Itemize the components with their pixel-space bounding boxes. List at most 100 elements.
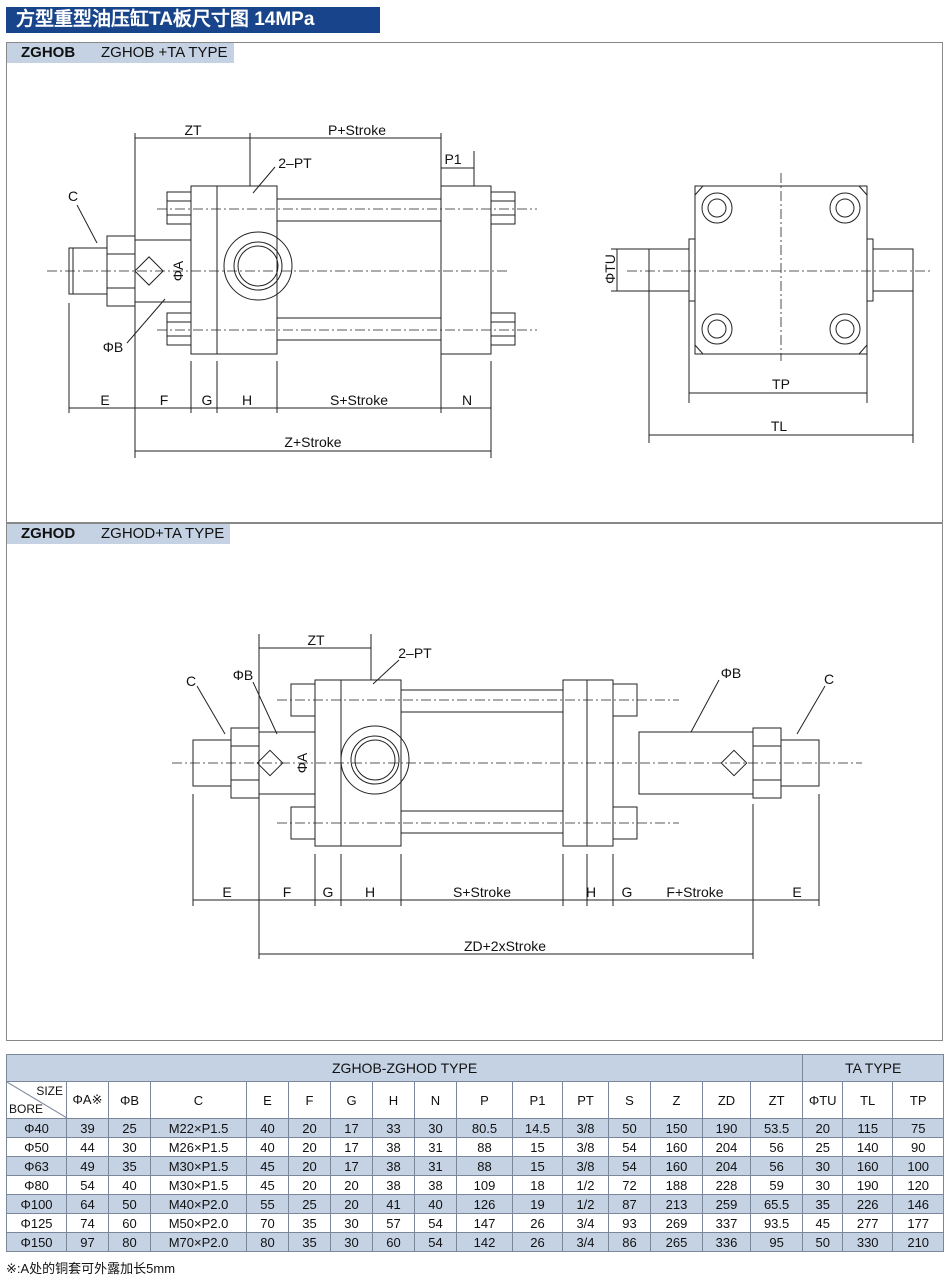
zghod-g-left: G bbox=[323, 884, 334, 900]
zt-label: ZT bbox=[184, 122, 202, 138]
table-cell: M30×P1.5 bbox=[150, 1175, 247, 1195]
footnote: ※:A处的铜套可外露加长5mm bbox=[6, 1261, 176, 1276]
phi-tu-label: ΦTU bbox=[602, 254, 618, 284]
group-ta: TA TYPE bbox=[802, 1054, 945, 1082]
table-cell: 126 bbox=[456, 1194, 513, 1214]
table-cell: 35 bbox=[108, 1156, 151, 1176]
table-cell: M50×P2.0 bbox=[150, 1213, 247, 1233]
table-cell: 150 bbox=[650, 1118, 703, 1138]
table-cell: 20 bbox=[288, 1118, 331, 1138]
table-cell: 90 bbox=[892, 1137, 945, 1157]
table-cell: 49 bbox=[66, 1156, 109, 1176]
e-label: E bbox=[100, 392, 109, 408]
table-cell: 56 bbox=[749, 1137, 804, 1157]
zghob-model: ZGHOB bbox=[21, 44, 76, 61]
table-cell: 100 bbox=[892, 1156, 945, 1176]
zghod-c-left: C bbox=[186, 673, 196, 689]
zghod-phi-b-right: ΦB bbox=[721, 665, 742, 681]
table-cell: 20 bbox=[330, 1175, 373, 1195]
table-cell: 26 bbox=[512, 1213, 563, 1233]
zghod-drawing: ZT 2–PT ΦB C ΦB C ΦA E F G H S+Stroke H … bbox=[172, 632, 862, 959]
table-cell: 35 bbox=[288, 1232, 331, 1252]
zghob-type-label: ZGHOB +TA TYPE bbox=[101, 44, 228, 61]
table-cell: 204 bbox=[702, 1156, 751, 1176]
column-header: TP bbox=[892, 1081, 945, 1119]
table-cell: 269 bbox=[650, 1213, 703, 1233]
table-cell: 40 bbox=[414, 1194, 457, 1214]
table-cell: 20 bbox=[802, 1118, 844, 1138]
table-cell: 64 bbox=[66, 1194, 109, 1214]
table-cell: 39 bbox=[66, 1118, 109, 1138]
table-cell: 45 bbox=[246, 1175, 289, 1195]
table-cell: 38 bbox=[372, 1156, 415, 1176]
table-cell: 54 bbox=[414, 1232, 457, 1252]
g-label: G bbox=[202, 392, 213, 408]
table-cell: 190 bbox=[702, 1118, 751, 1138]
table-cell: 44 bbox=[66, 1137, 109, 1157]
table-cell: 33 bbox=[372, 1118, 415, 1138]
zghod-phi-a: ΦA bbox=[294, 752, 310, 773]
table-cell: 1/2 bbox=[562, 1175, 609, 1195]
column-header: ΦA※ bbox=[66, 1081, 109, 1119]
table-cell: 95 bbox=[749, 1232, 804, 1252]
table-cell: 35 bbox=[288, 1213, 331, 1233]
table-cell: 31 bbox=[414, 1137, 457, 1157]
s-stroke-label: S+Stroke bbox=[330, 392, 388, 408]
table-cell: 97 bbox=[66, 1232, 109, 1252]
zghod-h-right: H bbox=[586, 884, 596, 900]
table-cell: 45 bbox=[802, 1213, 844, 1233]
table-cell: 1/2 bbox=[562, 1194, 609, 1214]
column-header: Z bbox=[650, 1081, 703, 1119]
zghod-e-right: E bbox=[792, 884, 801, 900]
n-label: N bbox=[462, 392, 472, 408]
group-main: ZGHOB-ZGHOD TYPE bbox=[5, 1054, 804, 1082]
table-cell: 88 bbox=[456, 1156, 513, 1176]
table-cell: 17 bbox=[330, 1137, 373, 1157]
column-header: P bbox=[456, 1081, 513, 1119]
p1-label: P1 bbox=[444, 151, 461, 167]
table-cell: M22×P1.5 bbox=[150, 1118, 247, 1138]
table-cell: M26×P1.5 bbox=[150, 1137, 247, 1157]
table-cell: 65.5 bbox=[749, 1194, 804, 1214]
table-cell: 80 bbox=[246, 1232, 289, 1252]
table-cell: 93 bbox=[608, 1213, 651, 1233]
column-header: ΦTU bbox=[802, 1081, 844, 1119]
phi-a-label: ΦA bbox=[170, 260, 186, 281]
z-stroke-label: Z+Stroke bbox=[284, 434, 341, 450]
table-cell: 20 bbox=[288, 1175, 331, 1195]
table-cell: 54 bbox=[414, 1213, 457, 1233]
table-cell: 330 bbox=[842, 1232, 894, 1252]
zghod-zt-label: ZT bbox=[307, 632, 325, 648]
zghod-f-stroke: F+Stroke bbox=[666, 884, 723, 900]
table-cell: 70 bbox=[246, 1213, 289, 1233]
table-cell: 40 bbox=[246, 1137, 289, 1157]
zghod-zd-stroke: ZD+2xStroke bbox=[464, 938, 546, 954]
table-cell: 54 bbox=[608, 1137, 651, 1157]
table-cell: 30 bbox=[330, 1213, 373, 1233]
table-cell: 3/8 bbox=[562, 1137, 609, 1157]
table-cell: 30 bbox=[330, 1232, 373, 1252]
zghod-e-left: E bbox=[222, 884, 231, 900]
zghod-pt-label: 2–PT bbox=[398, 645, 432, 661]
table-cell: 17 bbox=[330, 1118, 373, 1138]
table-cell: 210 bbox=[892, 1232, 945, 1252]
c-label: C bbox=[68, 188, 78, 204]
table-cell: 20 bbox=[330, 1194, 373, 1214]
column-header: ZD bbox=[702, 1081, 751, 1119]
bore-cell: Φ150 bbox=[6, 1232, 67, 1252]
column-header: C bbox=[150, 1081, 247, 1119]
table-cell: 25 bbox=[802, 1137, 844, 1157]
bore-cell: Φ50 bbox=[6, 1137, 67, 1157]
column-header: ZT bbox=[749, 1081, 804, 1119]
table-cell: 30 bbox=[802, 1156, 844, 1176]
spec-table: ZGHOB-ZGHOD TYPE TA TYPE SIZE BORE ΦA※ΦB… bbox=[5, 1054, 945, 1252]
page-title: 方型重型油压缸TA板尺寸图 14MPa bbox=[6, 7, 380, 33]
table-cell: 38 bbox=[414, 1175, 457, 1195]
table-cell: 35 bbox=[802, 1194, 844, 1214]
table-cell: 45 bbox=[246, 1156, 289, 1176]
